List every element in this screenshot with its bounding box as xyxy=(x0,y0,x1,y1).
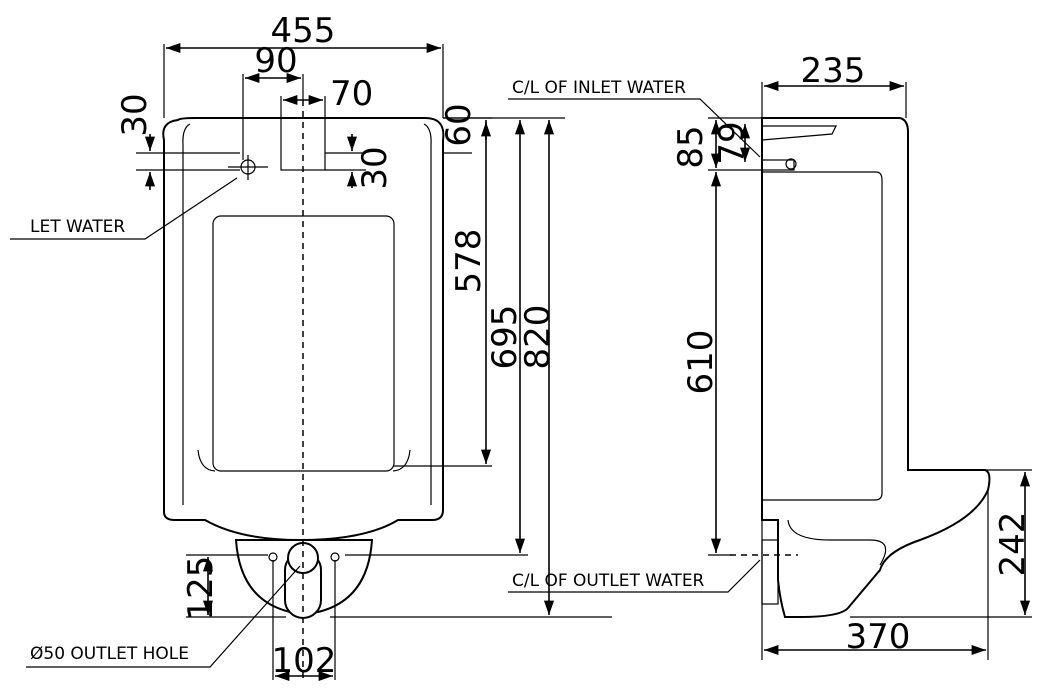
dim-label-695: 695 xyxy=(485,305,525,370)
leader-cl-outlet xyxy=(508,559,761,593)
dim-label-90: 90 xyxy=(254,41,297,81)
dim-label-820: 820 xyxy=(518,305,558,370)
dim-label-30-right: 30 xyxy=(355,146,395,189)
dim-label-60: 60 xyxy=(439,103,479,146)
note-outlet-hole: Ø50 OUTLET HOLE xyxy=(30,644,189,664)
note-inlet-water-front: LET WATER xyxy=(30,217,125,237)
side-inlet-fitting xyxy=(785,158,797,170)
leader-inlet-water-front xyxy=(10,177,238,240)
dim-label-30-left: 30 xyxy=(115,93,155,136)
dim-label-370: 370 xyxy=(846,617,911,657)
dim-label-70: 70 xyxy=(330,74,373,114)
side-body-outline xyxy=(761,117,991,618)
leader-outlet-hole xyxy=(26,565,301,668)
front-body-outline xyxy=(162,117,445,542)
dim-label-455: 455 xyxy=(271,11,336,51)
note-cl-inlet: C/L OF INLET WATER xyxy=(512,78,686,98)
front-view xyxy=(162,100,445,680)
side-top-cap xyxy=(761,125,837,141)
dim-label-242: 242 xyxy=(993,512,1033,577)
leader-cl-inlet xyxy=(508,98,761,158)
dim-label-85: 85 xyxy=(671,125,711,168)
front-inner-left-line xyxy=(182,123,191,505)
side-inlet-pipe xyxy=(761,159,795,171)
side-dimensions: 235 85 79 610 242 370 C/L OF INLET WATER… xyxy=(508,51,1033,660)
front-inner-right-line xyxy=(423,123,432,505)
side-inner-panel xyxy=(762,171,883,501)
front-dimensions: 455 90 70 30 30 60 578 xyxy=(10,11,612,682)
side-view xyxy=(730,117,991,618)
dim-label-235: 235 xyxy=(801,51,866,91)
note-cl-outlet: C/L OF OUTLET WATER xyxy=(512,571,705,591)
front-outlet-hole xyxy=(287,542,319,574)
side-trap-curve xyxy=(787,519,887,566)
dim-label-578: 578 xyxy=(449,229,489,294)
side-outlet-pipe xyxy=(761,539,779,605)
front-bowl-lip xyxy=(197,449,411,472)
dim-label-102: 102 xyxy=(272,641,337,681)
dim-label-125: 125 xyxy=(181,556,221,621)
dim-label-610: 610 xyxy=(681,330,721,395)
